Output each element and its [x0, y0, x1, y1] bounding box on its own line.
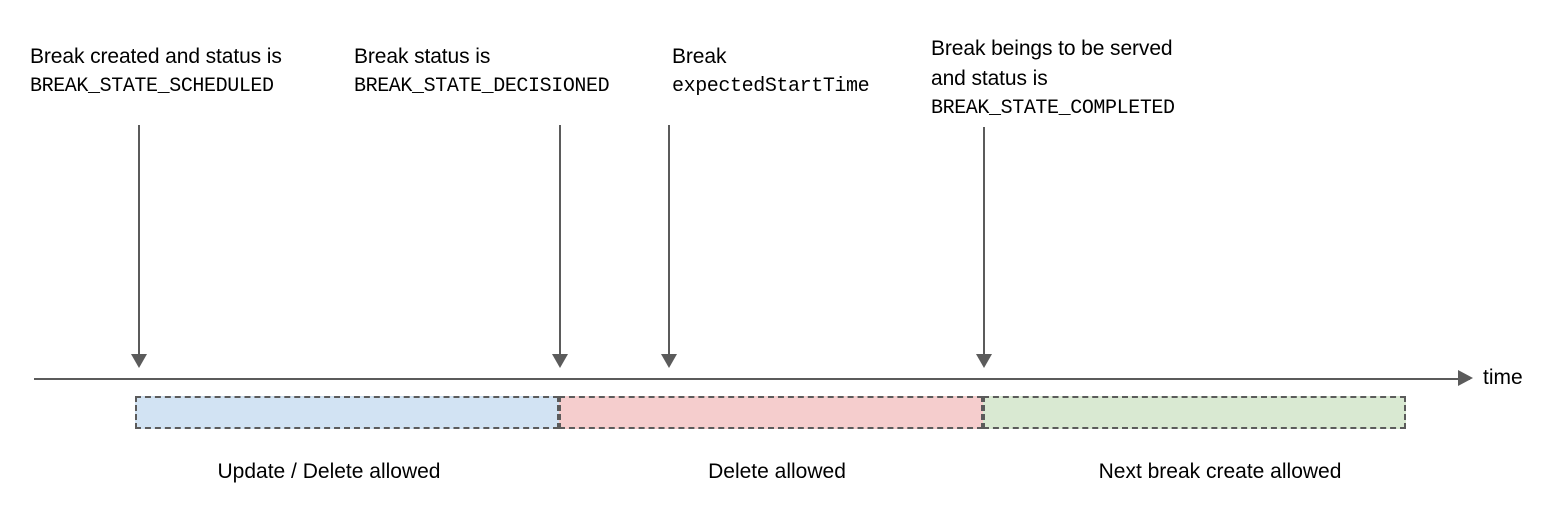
- pointer-arrowhead-icon-break-completed: [976, 354, 992, 368]
- pointer-line-break-created: [138, 125, 140, 354]
- annotation-line: Break: [672, 45, 727, 68]
- annotation-break-decisioned: Break status is BREAK_STATE_DECISIONED: [354, 42, 610, 102]
- time-axis-line: [34, 378, 1470, 380]
- pointer-line-break-expected-start-time: [668, 125, 670, 354]
- phase-next-break-create-allowed: [983, 396, 1406, 429]
- annotation-break-expected-start-time: Break expectedStartTime: [672, 42, 870, 102]
- caption-phase-delete-allowed: Delete allowed: [708, 460, 846, 483]
- pointer-line-break-completed: [983, 127, 985, 354]
- annotation-break-completed: Break beings to be served and status is BR…: [931, 34, 1175, 124]
- annotation-line: and status is: [931, 67, 1048, 90]
- annotation-line: expectedStartTime: [672, 75, 870, 98]
- annotation-break-created: Break created and status is BREAK_STATE_S…: [30, 42, 282, 102]
- annotation-line: BREAK_STATE_DECISIONED: [354, 75, 610, 98]
- pointer-arrowhead-icon-break-expected-start-time: [661, 354, 677, 368]
- pointer-arrowhead-icon-break-created: [131, 354, 147, 368]
- annotation-line: Break created and status is: [30, 45, 282, 68]
- pointer-line-break-decisioned: [559, 125, 561, 354]
- phase-update-delete-allowed: [135, 396, 559, 429]
- phase-delete-allowed: [559, 396, 983, 429]
- time-axis-arrowhead-icon: [1458, 370, 1473, 386]
- time-axis-label: time: [1483, 366, 1523, 389]
- annotation-line: BREAK_STATE_SCHEDULED: [30, 75, 274, 98]
- caption-phase-next-break-create-allowed: Next break create allowed: [1098, 460, 1342, 483]
- pointer-arrowhead-icon-break-decisioned: [552, 354, 568, 368]
- caption-phase-update-delete-allowed: Update / Delete allowed: [217, 460, 441, 483]
- annotation-line: BREAK_STATE_COMPLETED: [931, 97, 1175, 120]
- annotation-line: Break status is: [354, 45, 491, 68]
- annotation-line: Break beings to be served: [931, 37, 1173, 60]
